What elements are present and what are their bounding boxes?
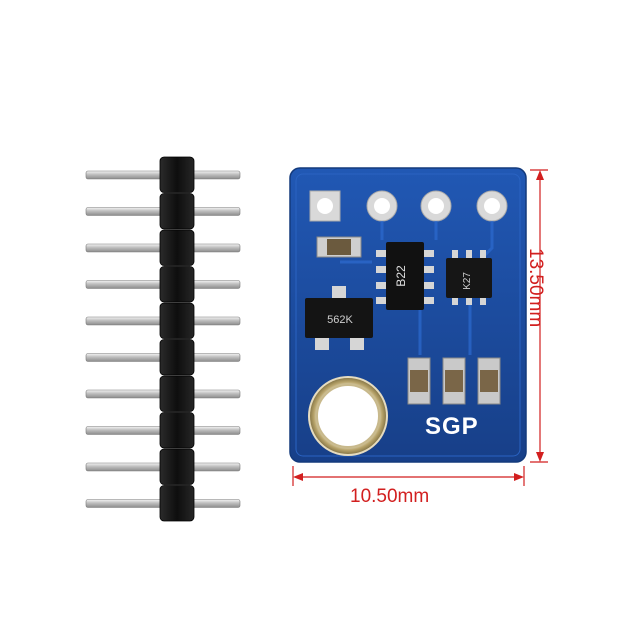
pin-header [85, 156, 241, 522]
sensor-ring [308, 376, 388, 456]
ic-chip-small: K27 [446, 250, 492, 305]
header-plastic-block [159, 266, 195, 303]
header-plastic-block [159, 229, 195, 266]
pin-pads [309, 190, 508, 222]
smd-components-row [407, 357, 501, 405]
width-dimension-label: 10.50mm [350, 486, 430, 507]
header-plastic-block [159, 448, 195, 485]
square-pad [309, 190, 341, 222]
height-dimension-line [530, 169, 548, 463]
transistor-marking: 562K [327, 314, 353, 326]
header-plastic-block [159, 375, 195, 412]
height-dimension-label: 13.50mm [525, 248, 546, 328]
header-plastic-block [159, 156, 195, 193]
header-plastic-block [159, 339, 195, 376]
board-silkscreen-label: SGP [425, 413, 479, 440]
ic-marking-small: K27 [462, 272, 473, 290]
header-plastic-block [159, 193, 195, 230]
ic-marking-main: B22 [394, 265, 408, 287]
header-plastic-block [159, 302, 195, 339]
ic-chip-main: B22 [376, 242, 434, 310]
header-plastic-block [159, 412, 195, 449]
smd-capacitor [316, 236, 362, 258]
header-plastic-block [159, 485, 195, 522]
width-dimension-line [292, 466, 525, 486]
transistor: 562K [305, 286, 373, 350]
